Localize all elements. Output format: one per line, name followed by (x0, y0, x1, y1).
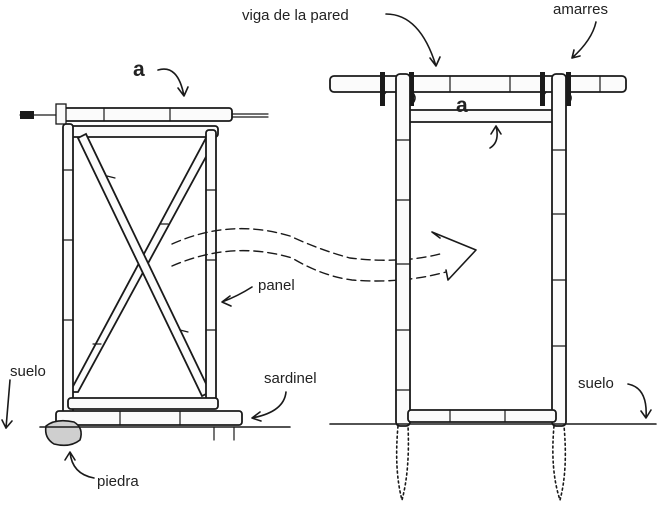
arrow-piedra (64, 451, 95, 479)
wall-beam (329, 75, 627, 93)
top-beam-a (19, 103, 269, 125)
label-a-right: a (456, 94, 468, 117)
label-sardinel: sardinel (264, 370, 317, 387)
buried-post-left (395, 425, 410, 504)
arrow-a-left (157, 68, 189, 97)
right-bottom-rail (407, 409, 557, 423)
label-viga: viga de la pared (242, 7, 349, 24)
sardinel-beam (55, 410, 243, 426)
label-suelo-left: suelo (10, 363, 46, 380)
left-posts (62, 123, 217, 421)
stone (44, 419, 82, 447)
ties (380, 72, 572, 106)
arrow-viga (385, 13, 441, 67)
arrow-sardinel (251, 391, 287, 422)
crossbar-a (405, 109, 557, 123)
arrow-a-right (489, 125, 502, 149)
left-panel-figure (1, 103, 291, 447)
arrow-amarres (571, 21, 597, 59)
label-piedra: piedra (97, 473, 139, 490)
cross-braces (68, 132, 216, 398)
buried-post-right (552, 425, 567, 503)
arrow-suelo-right (627, 383, 652, 419)
label-suelo-right: suelo (578, 375, 614, 392)
label-a-left: a (133, 58, 145, 81)
transfer-arrow (171, 227, 477, 282)
label-amarres: amarres (553, 1, 608, 18)
bottom-rail (67, 397, 219, 410)
arrow-panel (221, 286, 253, 307)
top-rail (69, 125, 219, 138)
right-posts (395, 73, 567, 427)
label-panel: panel (258, 277, 295, 294)
right-frame-figure (329, 72, 657, 504)
